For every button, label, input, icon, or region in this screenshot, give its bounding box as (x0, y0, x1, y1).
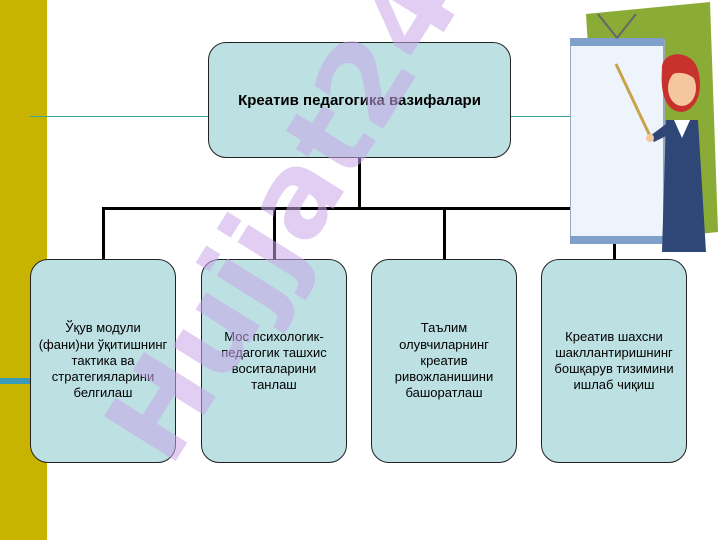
left-accent-stripe (0, 378, 47, 384)
child-node-label: Креатив шахсни шакллантиришнинг бошқарув… (554, 328, 674, 393)
child-node-2: Мос психологик-педагогик ташхис воситала… (201, 259, 347, 463)
teacher-whiteboard-illustration (570, 2, 718, 252)
child-node-label: Мос психологик-педагогик ташхис воситала… (221, 328, 327, 393)
child-node-label: Ўқув модули (фани)ни ўқитишнинг тактика … (38, 320, 168, 401)
connector-trunk (358, 158, 361, 208)
child-node-4: Креатив шахсни шакллантиришнинг бошқарув… (541, 259, 687, 463)
child-node-3: Таълим олувчиларнинг креатив ривожланиши… (371, 259, 517, 463)
root-node-label: Креатив педагогика вазифалари (238, 91, 481, 109)
connector-drop-2 (273, 207, 276, 259)
connector-bus (102, 207, 616, 210)
child-node-1: Ўқув модули (фани)ни ўқитишнинг тактика … (30, 259, 176, 463)
connector-drop-1 (102, 207, 105, 259)
connector-drop-3 (443, 207, 446, 259)
root-node: Креатив педагогика вазифалари (208, 42, 511, 158)
child-node-label: Таълим олувчиларнинг креатив ривожланиши… (394, 320, 494, 401)
